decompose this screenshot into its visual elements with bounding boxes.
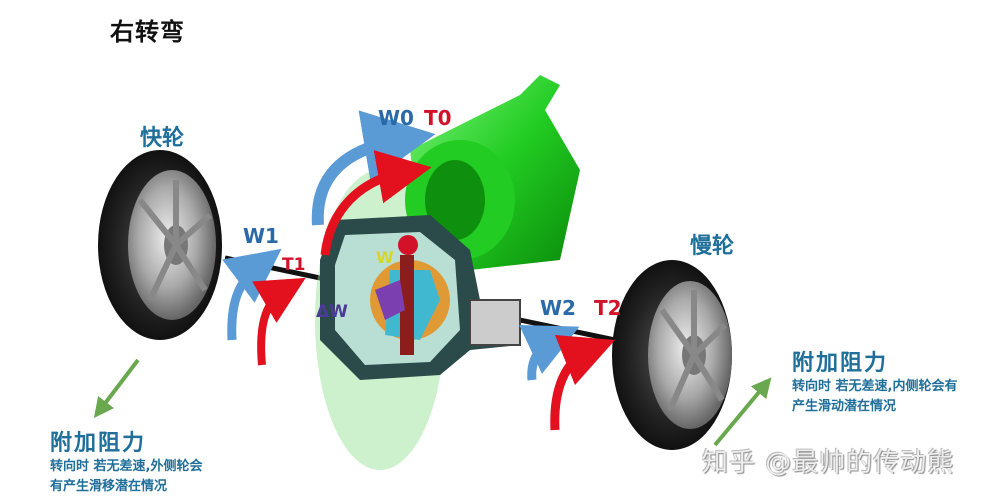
right-resistance-note: 附加阻力 转向时 若无差速,内侧轮会有 产生滑动潜在情况 <box>792 345 957 417</box>
w0-rotation-arrow <box>311 110 436 226</box>
spider-gear-top <box>398 235 418 255</box>
left-resistance-arrow <box>93 358 140 418</box>
fast-wheel-label: 快轮 <box>140 126 185 151</box>
right-resistance-arrow <box>713 377 772 447</box>
w2-label: W2 <box>540 296 576 320</box>
slow-wheel-tire <box>612 260 732 450</box>
t1-label: T1 <box>282 255 306 275</box>
page-title: 右转弯 <box>110 18 185 46</box>
right-resistance-desc-2: 产生滑动潜在情况 <box>792 399 897 414</box>
slow-wheel-label: 慢轮 <box>690 234 735 259</box>
w0-label: W0 <box>378 106 414 130</box>
left-resistance-desc-1: 转向时 若无差速,外侧轮会 <box>50 459 203 474</box>
w1-label: W1 <box>243 224 279 248</box>
t2-label: T2 <box>594 296 622 320</box>
w1-rotation-arrow <box>222 248 282 341</box>
delta-w-label: ΔW <box>316 302 348 322</box>
left-resistance-note: 附加阻力 转向时 若无差速,外侧轮会 有产生滑移潜在情况 <box>50 425 202 497</box>
t2-torque-arrow <box>550 334 616 431</box>
wz-label: W <box>376 248 394 267</box>
t0-label: T0 <box>424 106 452 130</box>
right-resistance-desc-1: 转向时 若无差速,内侧轮会有 <box>792 379 958 394</box>
t1-torque-arrow <box>252 277 306 366</box>
w2-rotation-arrow <box>519 324 580 381</box>
left-resistance-desc-2: 有产生滑移潜在情况 <box>50 479 168 494</box>
right-resistance-title: 附加阻力 <box>792 351 889 376</box>
fast-wheel-tire <box>98 150 222 340</box>
watermark: 知乎 @最帅的传动熊 <box>702 448 955 478</box>
differential-case <box>320 215 521 380</box>
t0-torque-arrow <box>320 150 432 256</box>
left-resistance-title: 附加阻力 <box>50 431 147 456</box>
